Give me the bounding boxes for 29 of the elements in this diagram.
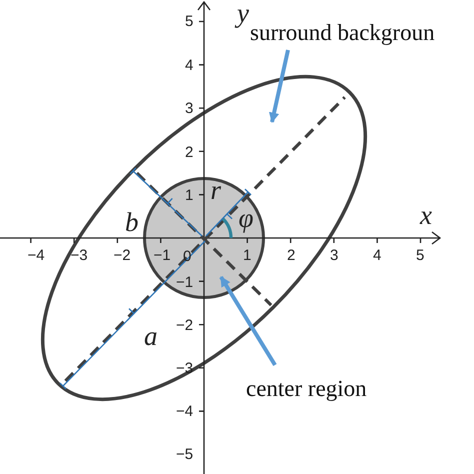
tick-label: 5 — [185, 14, 194, 28]
tick-label: 2 — [287, 248, 296, 262]
math-symbol: x — [420, 202, 432, 228]
tick-label: 1 — [185, 188, 194, 202]
region-label: center region — [246, 376, 367, 402]
tick-label: 2 — [185, 144, 194, 160]
tick-label: −3 — [70, 248, 88, 262]
tick-label: −1 — [176, 274, 194, 290]
tick-label: 3 — [330, 248, 338, 262]
region-label: surround backgroun — [250, 20, 435, 46]
tick-label: 4 — [185, 58, 194, 72]
tick-label: 1 — [243, 248, 252, 262]
tick-label: −1 — [154, 248, 171, 262]
tick-label: −2 — [114, 248, 131, 262]
math-symbol: r — [210, 176, 222, 204]
tick-label: −3 — [176, 360, 194, 376]
tick-label: 5 — [416, 248, 424, 262]
tick-label: 4 — [373, 248, 382, 262]
tick-label: −4 — [176, 404, 194, 418]
tick-label: 3 — [185, 100, 194, 116]
math-symbol: a — [144, 322, 158, 350]
tick-label: −2 — [176, 318, 194, 332]
tick-label: −4 — [28, 248, 45, 262]
math-symbol: b — [125, 208, 138, 236]
tick-label: −5 — [176, 446, 194, 462]
arrow — [268, 50, 290, 124]
arrow — [219, 276, 277, 366]
math-symbol: y — [237, 0, 249, 26]
math-symbol: φ — [238, 204, 254, 232]
